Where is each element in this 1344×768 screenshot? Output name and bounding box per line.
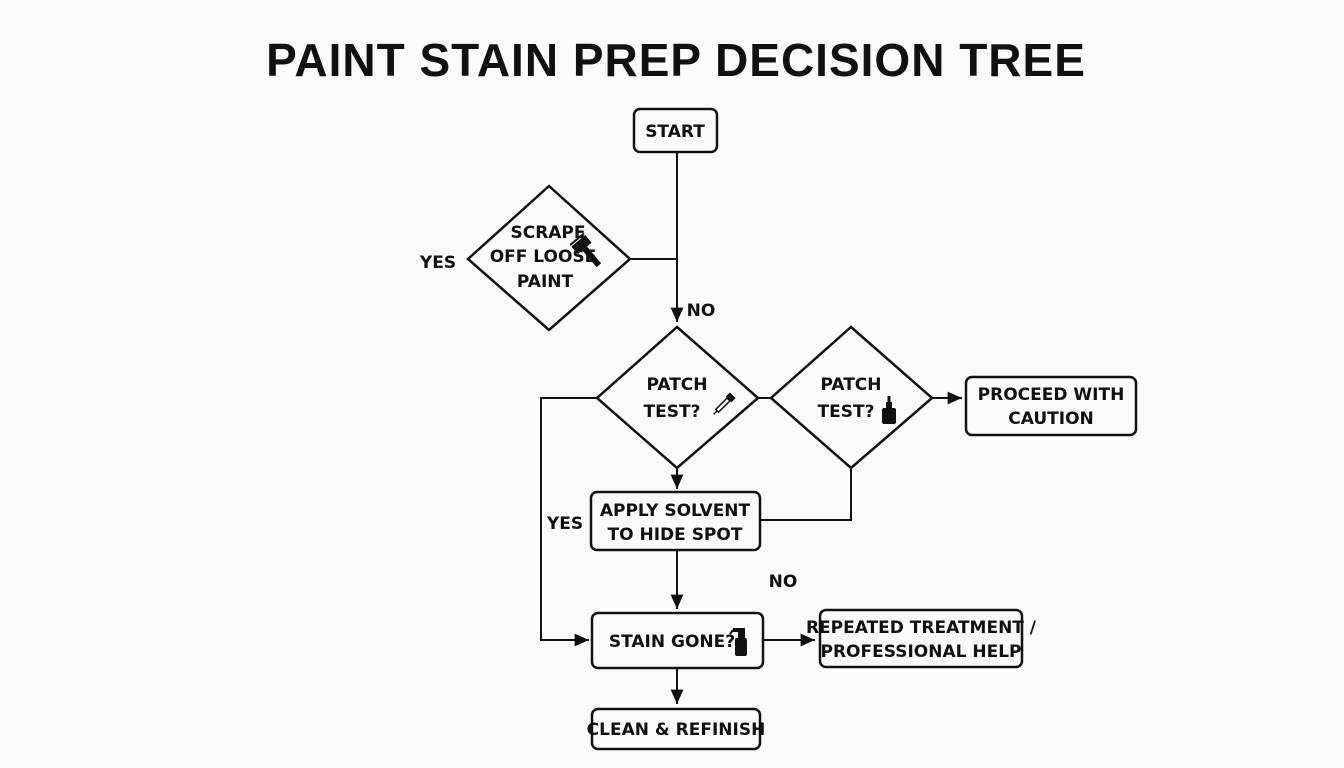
stain-gone-label: STAIN GONE?	[609, 632, 735, 652]
bottle-icon	[882, 396, 896, 424]
page-title: PAINT STAIN PREP DECISION TREE	[266, 34, 1086, 86]
dropper-icon	[713, 392, 736, 415]
apply-solvent-label-2: TO HIDE SPOT	[608, 525, 743, 545]
scrape-label-2: OFF LOOSE	[490, 247, 597, 267]
patch-test-2-node: PATCH TEST?	[769, 325, 934, 470]
patch-test-1-label-2: TEST?	[644, 402, 701, 422]
edge-patch2-to-solvent	[760, 468, 852, 521]
clean-label: CLEAN & REFINISH	[587, 720, 766, 740]
start-label: START	[645, 122, 705, 142]
proceed-label-1: PROCEED WITH	[978, 385, 1125, 405]
edges	[540, 152, 962, 704]
apply-solvent-label-1: APPLY SOLVENT	[600, 501, 751, 521]
proceed-label-2: CAUTION	[1008, 409, 1094, 429]
patch-test-1-label-1: PATCH	[646, 375, 707, 395]
patch-test-2-label-2: TEST?	[818, 402, 875, 422]
scraper-icon	[569, 232, 602, 268]
edge-label-yes-scrape: YES	[419, 253, 456, 273]
proceed-node: PROCEED WITH CAUTION	[964, 375, 1138, 437]
apply-solvent-node: APPLY SOLVENT TO HIDE SPOT	[589, 490, 762, 552]
edge-label-no-stain: NO	[769, 572, 798, 592]
clean-node: CLEAN & REFINISH	[587, 707, 766, 751]
edge-yes-loop	[540, 397, 597, 647]
spray-bottle-icon	[729, 628, 747, 656]
repeated-label-2: PROFESSIONAL HELP	[821, 642, 1022, 662]
scrape-label-3: PAINT	[517, 272, 574, 292]
start-node: START	[632, 107, 719, 154]
edge-label-yes-left: YES	[546, 514, 583, 534]
repeated-label-1: REPEATED TREATMENT /	[806, 618, 1037, 638]
scrape-label-1: SCRAPE	[510, 223, 585, 243]
edge-label-no-start: NO	[687, 301, 716, 321]
repeated-node: REPEATED TREATMENT / PROFESSIONAL HELP	[806, 608, 1037, 669]
scrape-node: SCRAPE OFF LOOSE PAINT	[466, 184, 632, 332]
patch-test-1-node: PATCH TEST?	[595, 325, 760, 470]
patch-test-2-label-1: PATCH	[820, 375, 881, 395]
stain-gone-node: STAIN GONE?	[590, 611, 765, 670]
